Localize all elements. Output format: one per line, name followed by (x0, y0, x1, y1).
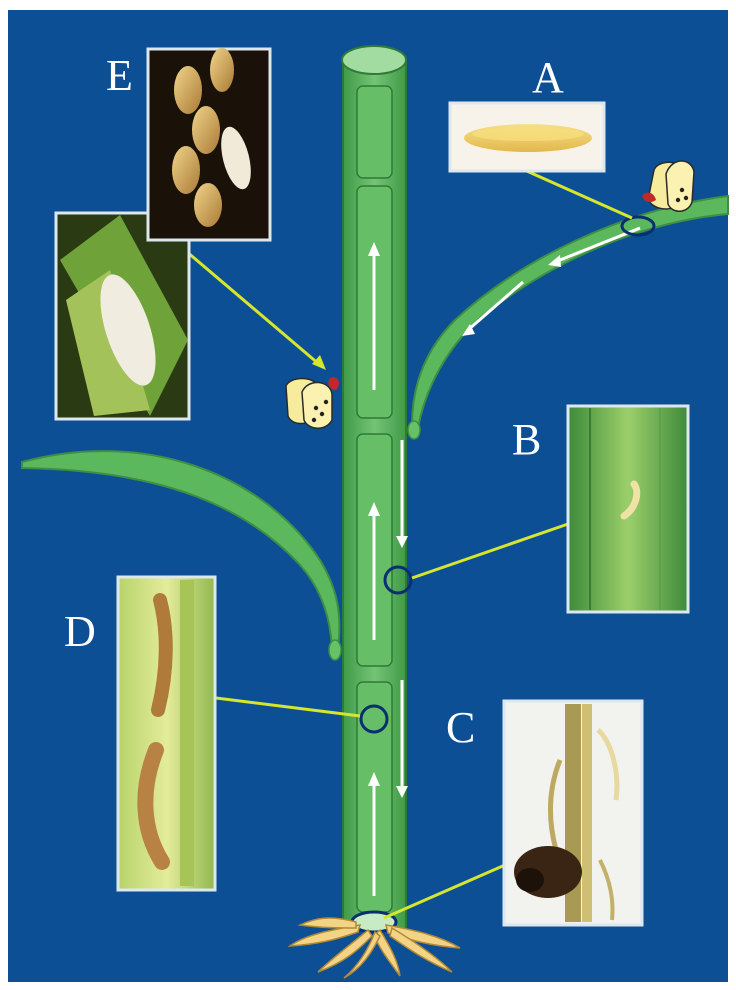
photo-e-moth-on-panicle (148, 48, 270, 240)
label-e: E (106, 54, 133, 98)
photo-d-larvae (118, 577, 215, 890)
moth-e (286, 377, 339, 428)
label-d: D (64, 610, 96, 654)
moth-a (642, 161, 694, 211)
photo-b-larva-on-sheath (568, 406, 688, 612)
photo-e-moth-on-leaf (56, 213, 189, 419)
right-leaf (408, 196, 728, 439)
rice-stem (342, 46, 408, 932)
label-b: B (512, 418, 541, 462)
photo-c-stem-base (504, 701, 642, 925)
photo-a-egg-mass (450, 103, 604, 171)
label-a: A (532, 56, 564, 100)
label-c: C (446, 706, 475, 750)
